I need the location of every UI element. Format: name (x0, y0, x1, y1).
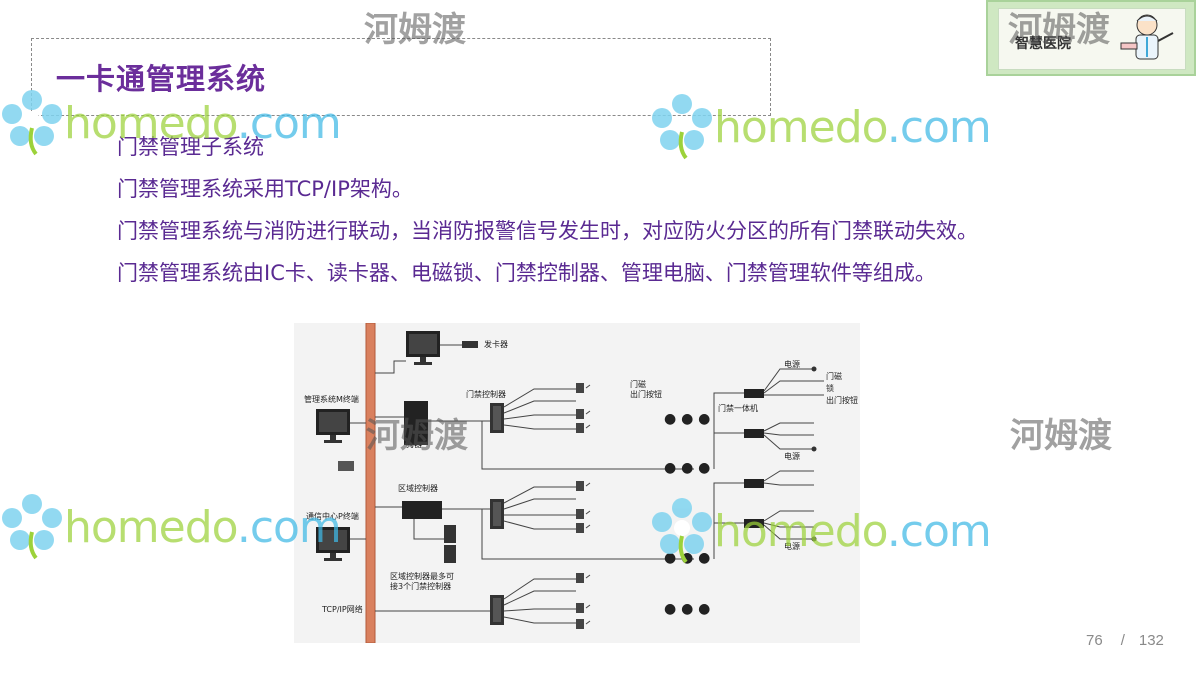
door-controller (490, 499, 504, 529)
watermark-text: .com (886, 505, 992, 557)
exit-button-label: 出门按钮 (826, 395, 858, 405)
mgmt-monitor (316, 409, 350, 443)
page-current: 76 (1086, 632, 1103, 649)
exit-button-label: 出门按钮 (630, 389, 662, 399)
watermark-text: home (64, 501, 186, 553)
power-label: 电源 (784, 359, 800, 369)
door-magnet-label: 门磁 (630, 379, 646, 389)
doctor-figure-icon (1120, 14, 1174, 60)
watermark-text: 河姆渡 (1010, 416, 1112, 456)
bullet-item: 门禁管理系统与消防进行联动，当消防报警信号发生时，对应防火分区的所有门禁联动失效… (117, 219, 978, 243)
watermark-text: do (184, 501, 238, 553)
more-devices-dots: ● ● ● (664, 550, 710, 566)
illustration-caption: 智慧医院 (1015, 36, 1071, 52)
title-frame (31, 38, 771, 116)
access-control-diagram: 发卡器 管理系统M终端 狗器 门禁控制器 门磁 出门按钮 ● ● ● ● ● ● (294, 323, 860, 643)
lock-label: 锁 (826, 383, 834, 393)
dog-label: 狗器 (406, 439, 422, 449)
door-controller-label: 门禁控制器 (466, 389, 506, 399)
comm-center-monitor (316, 527, 350, 561)
page-separator: / (1120, 632, 1125, 649)
bullet-list: 门禁管理子系统 门禁管理系统采用TCP/IP架构。 门禁管理系统与消防进行联动，… (117, 128, 978, 296)
door-controller (490, 403, 504, 433)
area-controller (402, 501, 442, 519)
door-magnet-label: 门磁 (826, 371, 842, 381)
bullet-item: 门禁管理子系统 (117, 135, 264, 159)
power-label: 电源 (784, 541, 800, 551)
all-in-one-label: 门禁一体机 (718, 403, 758, 413)
all-in-one-device (744, 429, 764, 438)
watermark: 河姆渡 (1006, 408, 1112, 457)
diagram-canvas: 发卡器 管理系统M终端 狗器 门禁控制器 门磁 出门按钮 ● ● ● ● ● ● (304, 323, 858, 643)
page-total: 132 (1138, 632, 1164, 649)
door-controller (490, 595, 504, 625)
tcpip-label: TCP/IP网络 (321, 604, 363, 614)
more-devices-dots: ● ● ● (664, 601, 710, 617)
watermark: homedo.com (0, 492, 342, 562)
comm-center-label: 通信中心P终端 (306, 511, 359, 521)
hospital-illustration: 智慧医院 (986, 0, 1196, 76)
area-note-line-1: 区域控制器最多可 (390, 571, 454, 581)
all-in-one-device (744, 389, 764, 398)
all-in-one-device (744, 519, 764, 528)
more-devices-dots: ● ● ● (664, 411, 710, 427)
area-note-line-2: 接3个门禁控制器 (390, 581, 451, 591)
server-tower (404, 401, 428, 445)
flower-logo-icon (2, 494, 62, 560)
bullet-item: 门禁管理系统采用TCP/IP架构。 (117, 177, 413, 201)
page-indicator: 76 / 132 (1086, 632, 1164, 649)
card-issuer-device (462, 341, 478, 348)
bullet-item: 门禁管理系统由IC卡、读卡器、电磁锁、门禁控制器、管理电脑、门禁管理软件等组成。 (117, 261, 936, 285)
all-in-one-device (744, 479, 764, 488)
issuer-monitor (406, 331, 440, 365)
slide-title: 一卡通管理系统 (56, 62, 267, 96)
tcpip-backbone (365, 323, 376, 643)
area-controller-label: 区域控制器 (398, 483, 438, 493)
illustration-panel: 智慧医院 (998, 8, 1186, 70)
power-label: 电源 (784, 451, 800, 461)
more-devices-dots: ● ● ● (664, 460, 710, 476)
mgmt-terminal-label: 管理系统M终端 (304, 394, 359, 404)
card-issuer-label: 发卡器 (484, 339, 508, 349)
